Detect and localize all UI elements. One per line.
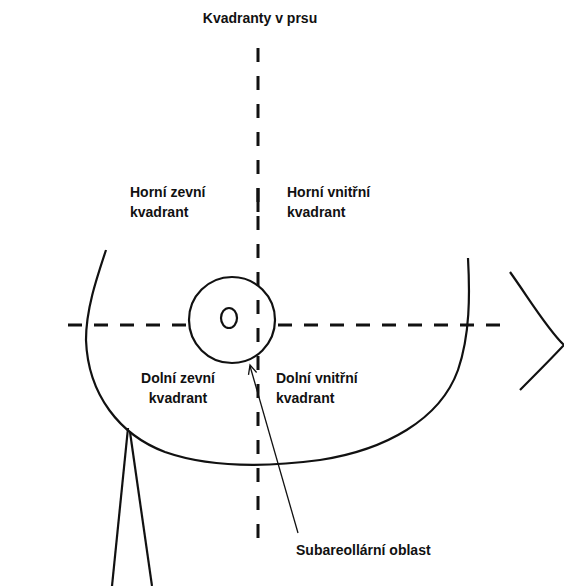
arm-line — [130, 432, 152, 586]
horizontal-dashed-axis — [68, 324, 188, 327]
quadrant-label: Horní zevní kvadrant — [130, 182, 242, 222]
other-breast-outline — [510, 272, 564, 390]
vertical-dashed-axis — [257, 48, 260, 540]
nipple — [221, 308, 237, 328]
quadrant-label: Horní vnitřní kvadrant — [287, 182, 399, 222]
areola-circle — [189, 277, 275, 363]
quadrant-label: Dolní vnitřní kvadrant — [276, 368, 388, 408]
arrowhead — [249, 365, 257, 375]
breast-outline — [86, 250, 469, 465]
diagram-title: Kvadranty v prsu — [160, 8, 360, 28]
region-label: Subareollární oblast — [296, 540, 496, 560]
vertical-solid-segment — [257, 188, 260, 212]
horizontal-dashed-axis — [278, 324, 500, 327]
arm-line — [112, 428, 128, 586]
quadrant-label: Dolní zevní kvadrant — [118, 368, 238, 408]
